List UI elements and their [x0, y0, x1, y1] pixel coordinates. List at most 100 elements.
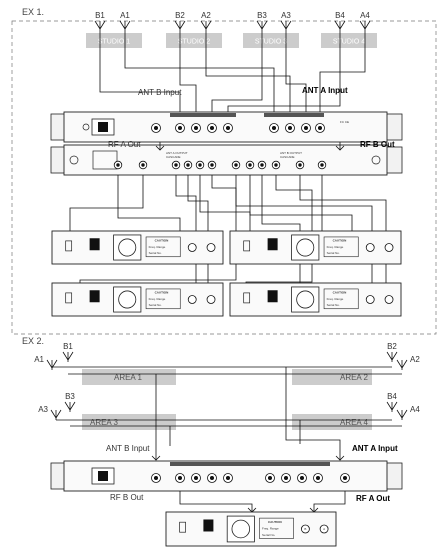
bnc-jack-12 — [317, 160, 327, 170]
bnc-jack-10 — [340, 473, 350, 483]
ex2-antenna-b4: B4 — [386, 392, 397, 412]
caution-label: CAUTION — [155, 291, 169, 295]
ex1-antenna-b4-label: B4 — [335, 11, 345, 20]
ex2-ant-a-input-label: ANT A Input — [352, 444, 398, 453]
ex1-heading: EX 1. — [22, 7, 44, 17]
bnc-jack-6 — [269, 123, 279, 133]
area-label-3: AREA 3 — [90, 418, 119, 427]
caution-label: CAUTION — [155, 239, 169, 243]
bnc-jack-10 — [271, 160, 281, 170]
ex1-ant-b-input-label: ANT B Input — [138, 88, 182, 97]
ex2-rf-a-out-label: RF A Out — [356, 494, 390, 503]
receiver-field-1: Freq. Range — [327, 297, 344, 301]
dist-label-cascade-2: CASCADE — [280, 155, 295, 159]
ex1-antenna-a2-label: A2 — [201, 11, 211, 20]
area-label-4: AREA 4 — [340, 418, 369, 427]
receiver-field-2: Serial No. — [262, 533, 275, 537]
bnc-jack-6 — [207, 160, 217, 170]
ex1-antenna-b3: B3 — [256, 11, 267, 31]
ex2-antenna-a3: A3 — [38, 405, 62, 420]
bnc-jack-9 — [313, 473, 323, 483]
area-box-1 — [82, 369, 176, 385]
ex1-antenna-a3-label: A3 — [281, 11, 291, 20]
studio-label-2: STUDIO 2 — [178, 39, 210, 46]
ex1-rf-b-out-label: RF B Out — [360, 140, 395, 149]
area-label-1: AREA 1 — [114, 373, 143, 382]
bnc-jack-3 — [191, 123, 201, 133]
bnc-jack-4 — [207, 123, 217, 133]
ex1-antenna-b1: B1 — [94, 11, 105, 31]
ex1-antenna-b2-label: B2 — [175, 11, 185, 20]
receiver-field-1: Freq. Range — [327, 245, 344, 249]
bnc-jack-5 — [195, 160, 205, 170]
bnc-jack-8 — [301, 123, 311, 133]
ex1-antenna-a1-label: A1 — [120, 11, 130, 20]
receiver-field-2: Serial No. — [327, 251, 340, 255]
ex1-antenna-a4-label: A4 — [360, 11, 370, 20]
bnc-jack-1 — [151, 123, 161, 133]
receiver-field-2: Serial No. — [149, 251, 162, 255]
caution-label: CAUTION — [268, 520, 282, 524]
studio-label-4: STUDIO 4 — [333, 39, 365, 46]
ex1-antenna-a1: A1 — [119, 11, 130, 31]
ex2-antenna-b3-label: B3 — [65, 392, 75, 401]
bnc-jack-8 — [297, 473, 307, 483]
ex2-antenna-a4-label: A4 — [410, 405, 420, 414]
ex2-antenna-a2: A2 — [396, 355, 420, 370]
ex2-antenna-b1: B1 — [62, 342, 73, 362]
ex1-studio-boxes: STUDIO 1 STUDIO 2 STUDIO 3 STUDIO 4 — [86, 33, 377, 48]
ex2-antenna-a1-label: A1 — [34, 355, 44, 364]
ex2-antenna-b1-label: B1 — [63, 342, 73, 351]
bnc-jack-2 — [138, 160, 148, 170]
studio-box-4 — [321, 33, 377, 48]
receiver-field-1: Freq. Range — [149, 245, 166, 249]
bnc-jack-5 — [223, 473, 233, 483]
ex1-antenna-b2: B2 — [174, 11, 185, 31]
dist-label-ant-b-output: ANT B OUTPUT — [280, 151, 302, 155]
receiver-field-1: Freq. Range — [262, 527, 279, 531]
bnc-jack-9 — [315, 123, 325, 133]
receiver-field-1: Freq. Range — [149, 297, 166, 301]
bnc-jack-3 — [171, 160, 181, 170]
ex1-dashed-frame — [11, 20, 437, 335]
ex1-antenna-b1-label: B1 — [95, 11, 105, 20]
ex2-area-boxes: AREA 1 AREA 2 AREA 3 AREA 4 — [82, 369, 372, 430]
ex2-ant-b-input-label: ANT B Input — [106, 444, 150, 453]
area-label-2: AREA 2 — [340, 373, 369, 382]
studio-label-1: STUDIO 1 — [98, 39, 130, 46]
ex1-antenna-cables — [99, 31, 366, 123]
ex1-antenna-a2: A2 — [200, 11, 211, 31]
ex1-antenna-b3-label: B3 — [257, 11, 267, 20]
ex1-rack-unit-second: ANT A OUTPUT CASCADE ANT B OUTPUT CASCAD… — [50, 144, 403, 176]
caution-label: CAUTION — [333, 291, 347, 295]
receiver-field-2: Serial No. — [149, 303, 162, 307]
dist-label-ant-a-output: ANT A OUTPUT — [166, 151, 188, 155]
ex2-rf-b-out-label: RF B Out — [110, 493, 144, 502]
ex2-heading: EX 2. — [22, 336, 44, 346]
studio-label-3: STUDIO 3 — [255, 39, 287, 46]
area-box-2 — [292, 369, 372, 385]
bnc-jack-7 — [285, 123, 295, 133]
ex2-antenna-b4-label: B4 — [387, 392, 397, 401]
bnc-jack-3 — [191, 473, 201, 483]
ex1-antenna-a3: A3 — [280, 11, 291, 31]
bnc-jack-1 — [113, 160, 123, 170]
ex2-antenna-cables — [52, 366, 402, 461]
bnc-jack-4 — [183, 160, 193, 170]
receiver-ant-b-label: B — [304, 527, 306, 531]
caution-label: CAUTION — [333, 239, 347, 243]
ex2-antenna-b3: B3 — [64, 392, 75, 412]
bnc-jack-11 — [295, 160, 305, 170]
ex2-antenna-a1: A1 — [34, 355, 58, 370]
bnc-jack-5 — [223, 123, 233, 133]
ex1-ant-a-input-label: ANT A Input — [302, 86, 348, 95]
